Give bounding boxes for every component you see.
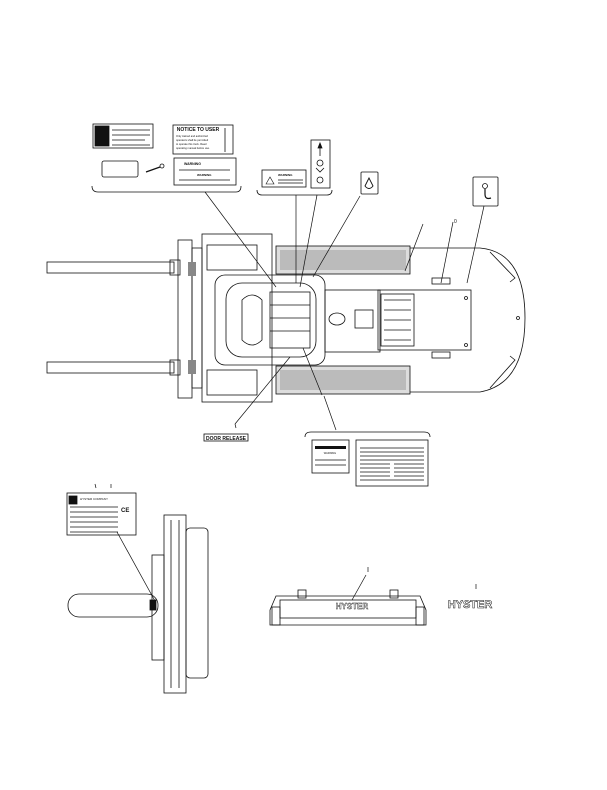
guard-leader: [351, 574, 367, 601]
top-left-bracket: [91, 185, 242, 193]
notice-line-4: operating manual before use.: [176, 146, 210, 150]
blank-tag-decal: [101, 160, 139, 178]
notice-to-user-decal: NOTICE TO USER Only trained and authoriz…: [172, 124, 234, 155]
wheels: [206, 244, 258, 396]
top-middle-decal-group: WARNING: [256, 139, 333, 196]
side-view-truck: [67, 514, 209, 694]
lifting-hook-decal: [472, 176, 499, 207]
counterweight: [410, 247, 526, 393]
brand-label-decal: HYSTER: [447, 599, 493, 612]
small-warning-title: WARNING: [324, 451, 336, 455]
door-release-label: DOOR RELEASE: [203, 433, 249, 442]
control-icon-decal: [310, 139, 331, 189]
leader-lines-top: [204, 191, 485, 288]
notice-line-3: to operate this truck. Read: [176, 142, 207, 146]
warning-title-left: WARNING: [184, 162, 201, 166]
nameplate-ce: CE: [121, 508, 129, 514]
rivet-part: [145, 163, 165, 173]
nameplate-leader: [116, 531, 156, 602]
warning-decal-left: WARNING WARNING: [173, 157, 237, 186]
notice-title: NOTICE TO USER: [177, 127, 220, 133]
leader-lines-bottom: [234, 347, 337, 431]
callout-marks-top: 0: [454, 219, 457, 225]
notice-line-2: operators shall be permitted: [176, 138, 209, 142]
forks: [46, 259, 181, 376]
brand-label-text: HYSTER: [448, 599, 493, 611]
mast-carriage: [177, 233, 273, 403]
hydraulic-oil-decal: [360, 171, 379, 195]
callout-ticks: [94, 423, 477, 589]
engine-hood: [324, 289, 472, 353]
mid-warning-title: WARNING: [278, 173, 293, 177]
nameplate-decal: HYSTER COMPANY CE: [66, 492, 137, 536]
chassis-rails: [275, 245, 411, 395]
overhead-guard-bar: HYSTER: [269, 589, 427, 626]
notice-line-1: Only trained and authorized: [176, 134, 208, 138]
cab: [214, 274, 326, 366]
door-release-text: DOOR RELEASE: [206, 436, 247, 442]
callout-top-1: 0: [454, 219, 457, 225]
guard-brand-label: HYSTER: [336, 602, 369, 611]
nameplate-title: HYSTER COMPANY: [80, 497, 108, 501]
dark-info-decal: [92, 123, 154, 149]
warning-decal-middle: WARNING: [261, 169, 307, 188]
large-warning-decal: [355, 439, 429, 487]
top-left-decal-group: NOTICE TO USER Only trained and authoriz…: [91, 123, 242, 193]
small-warning-decal: WARNING: [311, 439, 350, 474]
bottom-right-decal-group: WARNING: [304, 431, 431, 487]
warning-title-left-2: WARNING: [197, 173, 212, 177]
top-middle-bracket: [256, 189, 333, 196]
truck-top-view: [46, 233, 526, 403]
